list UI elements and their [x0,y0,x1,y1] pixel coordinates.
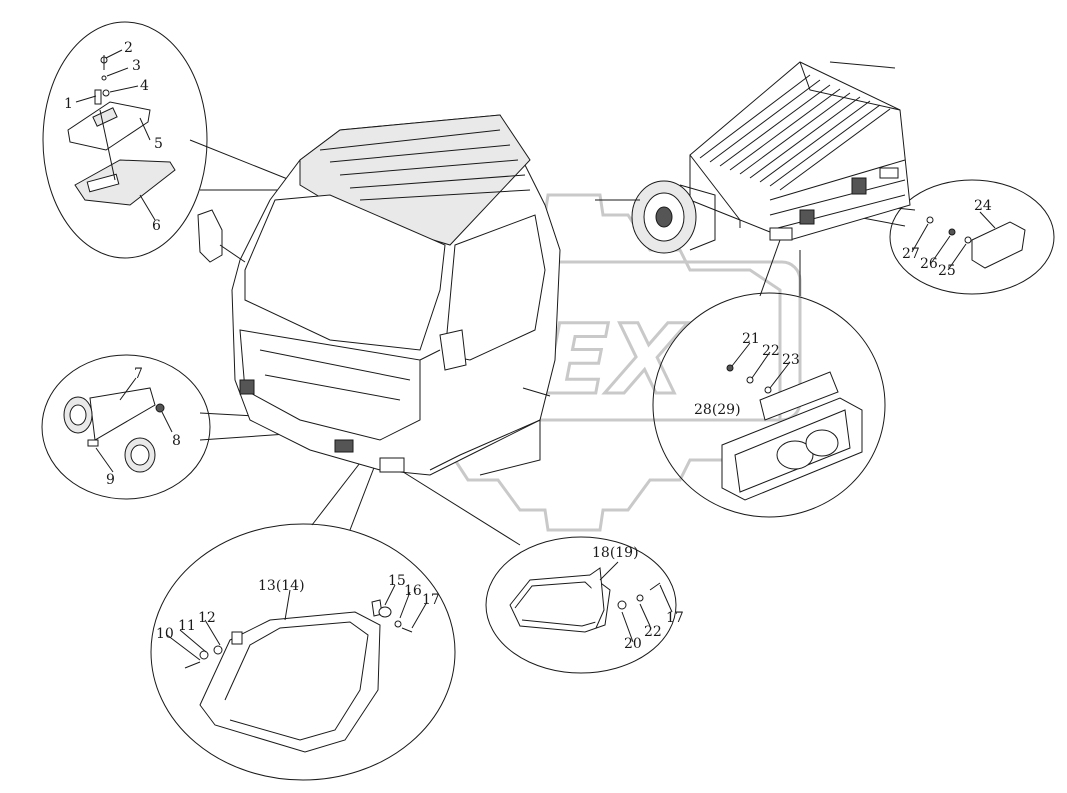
callout-9: 9 [106,472,115,488]
callout-1: 1 [64,96,73,112]
detail-circle-rear-lamp [652,292,886,518]
callout-26: 26 [920,256,938,272]
callout-12: 12 [198,610,216,626]
callout-22-rear: 22 [762,343,780,359]
callout-5: 5 [154,136,163,152]
callout-10: 10 [156,626,174,642]
truck-cab [197,114,561,476]
callout-8: 8 [172,433,181,449]
detail-circle-roof-lamp [42,21,208,259]
callout-3: 3 [132,58,141,74]
callout-7: 7 [134,366,143,382]
callout-25: 25 [938,263,956,279]
callout-20: 20 [624,636,642,652]
callout-16: 16 [404,583,422,599]
callout-11: 11 [178,618,196,634]
callout-17-fog: 17 [666,610,684,626]
horn-parts [63,387,165,473]
callout-leaders [75,49,996,661]
callout-2: 2 [124,40,133,56]
callout-15: 15 [388,573,406,589]
callout-18: 18(19) [592,545,639,561]
callout-13: 13(14) [258,578,305,594]
callout-4: 4 [140,78,149,94]
detail-circle-headlamp [150,523,456,781]
fog-lamp-parts [509,567,661,633]
marker-lamp-parts [926,216,1026,269]
cargo-bed [689,61,911,241]
callout-17-headlamp: 17 [422,592,440,608]
callout-24: 24 [974,198,992,214]
detail-circle-marker-lamp [889,179,1055,295]
rear-lamp-parts [721,364,863,501]
callout-labels: 2 3 4 1 5 6 7 8 9 10 11 12 13(14) 15 16 … [64,40,992,652]
rear-wheel [595,180,716,254]
callout-23: 23 [782,352,800,368]
headlamp-parts [184,599,413,753]
callout-22-fog: 22 [644,624,662,640]
detail-circle-fog-lamp [485,536,677,674]
callout-6: 6 [152,218,161,234]
callout-21: 21 [742,331,760,347]
callout-27: 27 [902,246,920,262]
roof-lamp-parts [67,55,176,206]
detail-circle-horn [41,354,211,500]
callout-28: 28(29) [694,402,741,418]
